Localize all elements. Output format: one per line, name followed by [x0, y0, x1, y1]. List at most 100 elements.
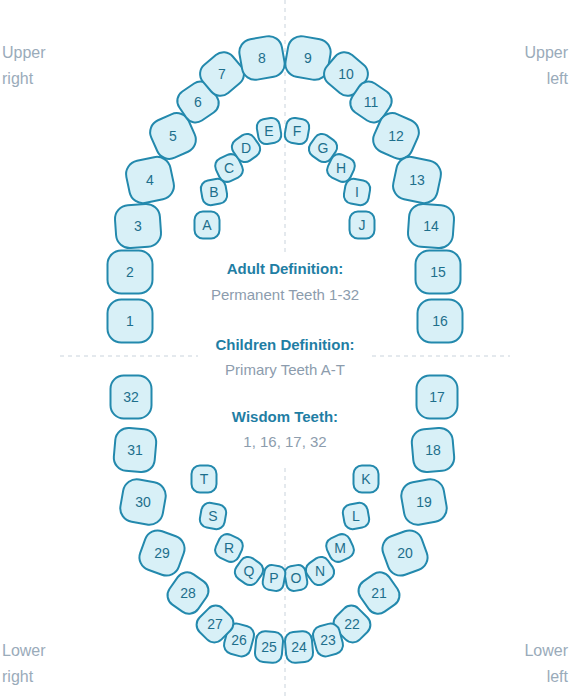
tooth-number: D	[241, 141, 251, 155]
tooth-shape	[192, 466, 217, 493]
tooth: 31	[113, 427, 157, 473]
tooth-number: 16	[432, 314, 448, 328]
tooth: 30	[120, 479, 166, 525]
tooth: 2	[106, 249, 154, 295]
tooth-number: 5	[169, 129, 177, 143]
tooth-number: 21	[371, 586, 387, 600]
horizontal-midline	[60, 356, 198, 357]
tooth: S	[199, 502, 227, 530]
tooth: 15	[414, 249, 462, 295]
tooth: 20	[383, 531, 427, 575]
tooth-number: J	[359, 218, 366, 232]
definition-text: 1, 16, 17, 32	[110, 432, 460, 452]
tooth-shape	[111, 376, 152, 419]
tooth-shape	[354, 466, 379, 493]
tooth-number: 20	[397, 546, 413, 560]
tooth: 3	[114, 203, 162, 249]
tooth-number: 1	[126, 314, 134, 328]
tooth-number: P	[269, 571, 278, 585]
tooth-number: A	[202, 218, 211, 232]
tooth-shape	[391, 154, 444, 205]
tooth-number: 29	[154, 546, 170, 560]
tooth: 13	[393, 157, 441, 203]
tooth: E	[256, 117, 282, 145]
tooth: R	[215, 534, 243, 562]
tooth-shape	[379, 527, 432, 580]
tooth-shape	[113, 427, 158, 473]
tooth: 27	[198, 606, 232, 642]
tooth: 32	[109, 374, 153, 420]
tooth-shape	[407, 203, 455, 249]
tooth-number: 7	[218, 67, 226, 81]
tooth: P	[262, 564, 286, 592]
definition-text: Primary Teeth A-T	[110, 360, 460, 380]
tooth-number: 4	[146, 173, 154, 187]
tooth-shape	[369, 109, 423, 163]
tooth: 28	[169, 573, 207, 613]
tooth-number: R	[224, 541, 234, 555]
tooth: I	[343, 178, 371, 206]
tooth-shape	[108, 300, 153, 343]
tooth-number: 8	[258, 51, 266, 65]
tooth-number: T	[200, 472, 209, 486]
tooth: F	[284, 117, 310, 145]
tooth: 17	[415, 374, 459, 420]
tooth-number: S	[208, 509, 217, 523]
tooth-number: 15	[430, 265, 446, 279]
tooth-shape	[417, 376, 458, 419]
tooth-shape	[108, 251, 153, 294]
tooth-number: 28	[180, 586, 196, 600]
tooth: O	[284, 564, 308, 592]
tooth-shape	[284, 117, 311, 146]
tooth-shape	[114, 203, 162, 249]
definition-text: Permanent Teeth 1-32	[110, 285, 460, 305]
tooth-number: 17	[429, 390, 445, 404]
tooth-shape	[261, 564, 286, 592]
tooth-number: Q	[244, 564, 255, 578]
tooth-number: F	[293, 124, 302, 138]
tooth: M	[326, 534, 354, 562]
tooth-number: I	[355, 185, 359, 199]
tooth: 23	[313, 623, 343, 657]
tooth-shape	[195, 212, 220, 239]
tooth: 18	[411, 427, 455, 473]
tooth-shape	[411, 427, 456, 473]
tooth: 19	[401, 479, 447, 525]
quadrant-label: Lower left	[506, 638, 568, 690]
tooth-number: 30	[135, 495, 151, 509]
tooth-number: 14	[423, 219, 439, 233]
tooth-number: 24	[291, 640, 307, 654]
tooth: 12	[374, 114, 418, 158]
tooth-shape	[136, 527, 189, 580]
tooth-number: 32	[123, 390, 139, 404]
tooth: D	[232, 134, 260, 162]
definition-heading: Children Definition:	[110, 335, 460, 355]
tooth-number: 13	[409, 173, 425, 187]
tooth-shape	[199, 502, 228, 531]
tooth: Q	[235, 557, 263, 585]
quadrant-label: Upper right	[2, 40, 64, 92]
tooth-shape	[284, 630, 314, 663]
tooth-shape	[212, 531, 245, 564]
tooth-number: 12	[388, 129, 404, 143]
tooth-number: B	[209, 185, 218, 199]
tooth-number: N	[315, 564, 325, 578]
tooth-number: 10	[338, 67, 354, 81]
tooth-shape	[342, 502, 371, 531]
tooth-number: 6	[194, 95, 202, 109]
tooth: 1	[106, 298, 154, 344]
tooth-shape	[350, 212, 375, 239]
tooth-number: M	[334, 541, 346, 555]
tooth-number: 23	[320, 633, 336, 647]
tooth-number: 27	[207, 617, 223, 631]
tooth-number: L	[352, 509, 360, 523]
definition-heading: Adult Definition:	[110, 259, 460, 279]
tooth-number: K	[361, 472, 370, 486]
tooth-number: 3	[134, 219, 142, 233]
tooth-shape	[118, 477, 168, 527]
tooth: 14	[407, 203, 455, 249]
tooth: J	[348, 210, 376, 240]
tooth: 21	[360, 573, 398, 613]
tooth-shape	[399, 477, 449, 527]
